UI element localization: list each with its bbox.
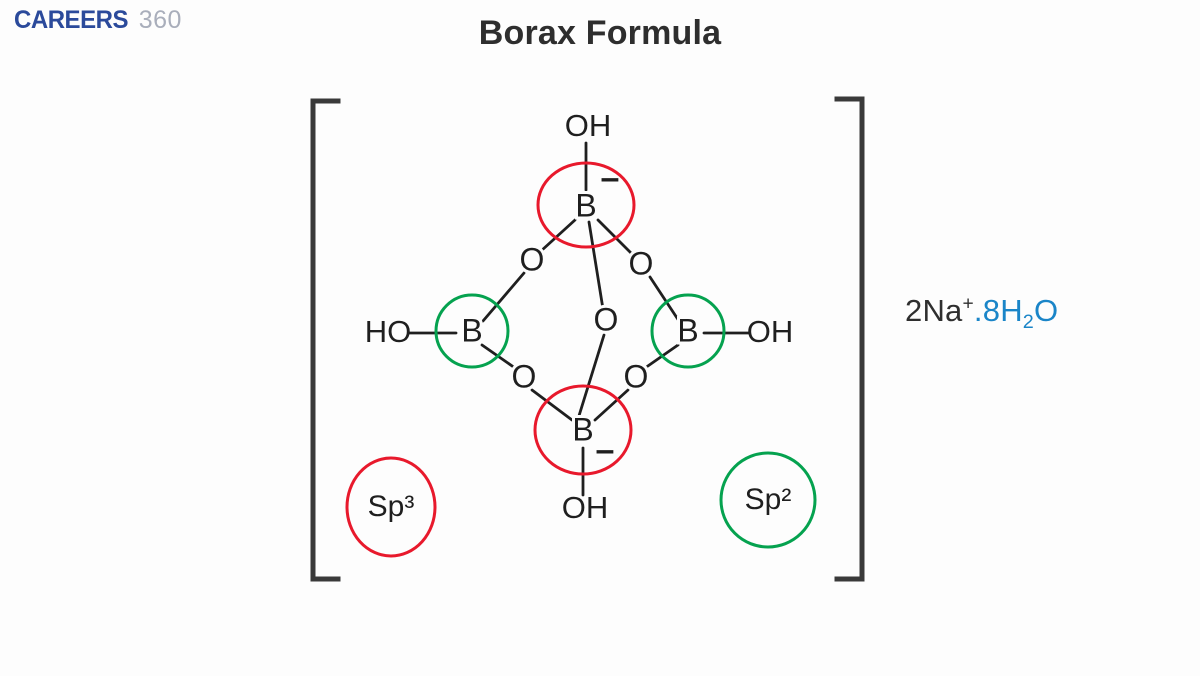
legend-sp3-label: Sp³ [368, 490, 415, 523]
legend-sp3: Sp³ [345, 456, 437, 558]
label-ho-left: HO [365, 314, 412, 349]
atom-o-center: O [594, 301, 619, 337]
atom-b-left: B [461, 312, 482, 348]
label-oh-right: OH [747, 314, 794, 349]
ring-sp2-left [434, 293, 510, 369]
bond-otr-bright [648, 275, 681, 323]
substituent-labels: OH OH HO OH [365, 108, 794, 525]
counterion-separator: . [973, 293, 983, 328]
counterion-coefficient: 2 [905, 293, 923, 328]
atom-o-bottom-right: O [624, 358, 649, 394]
logo-brand-text: CAREERS [14, 6, 128, 34]
counterion-cation-charge: + [962, 293, 974, 315]
label-oh-top: OH [565, 108, 612, 143]
legend-sp2-label: Sp² [745, 483, 792, 516]
bracket-left [310, 98, 341, 582]
charge-minus-top: – [601, 159, 620, 197]
bond-obl-bbottom [530, 388, 574, 422]
bond-otl-bleft [481, 271, 526, 323]
water-hydrogen-symbol: H [1000, 293, 1023, 328]
bond-ocenter-bbottom [576, 333, 606, 421]
water-hydrogen-subscript: 2 [1022, 311, 1035, 334]
legend-sp3-ring [345, 456, 437, 558]
atom-o-top-right: O [629, 245, 654, 281]
atom-labels: B B B B O O O O O [458, 184, 701, 450]
legend-sp2: Sp² [719, 451, 817, 549]
logo-suffix-text: 360 [138, 6, 182, 34]
careers360-logo: CAREERS 360 [14, 6, 182, 35]
bond-obr-bbottom [593, 388, 630, 422]
water-coefficient: 8 [982, 293, 1001, 328]
atom-b-bottom: B [572, 411, 593, 447]
atom-b-right: B [677, 312, 698, 348]
counterion-formula: 2Na+.8H2O [905, 293, 1058, 334]
bond-btop-otl [539, 218, 577, 253]
atom-o-top-left: O [520, 241, 545, 277]
charge-minus-bottom: – [596, 431, 615, 469]
page-title: Borax Formula [478, 14, 722, 52]
hybridisation-rings [434, 161, 726, 476]
water-oxygen-symbol: O [1034, 293, 1059, 328]
label-oh-bottom: OH [562, 490, 609, 525]
ring-sp2-right [650, 293, 726, 369]
bracket-right [834, 96, 865, 582]
bond-network [408, 141, 750, 497]
counterion-cation-symbol: Na [922, 293, 963, 328]
atom-b-top: B [575, 187, 596, 223]
atom-o-bottom-left: O [512, 358, 537, 394]
ring-sp3-bottom [533, 384, 633, 476]
legend-sp2-ring [719, 451, 817, 549]
ring-sp3-top [536, 161, 636, 249]
formal-charges: – – [596, 159, 620, 469]
bond-btop-ocenter [587, 220, 605, 311]
